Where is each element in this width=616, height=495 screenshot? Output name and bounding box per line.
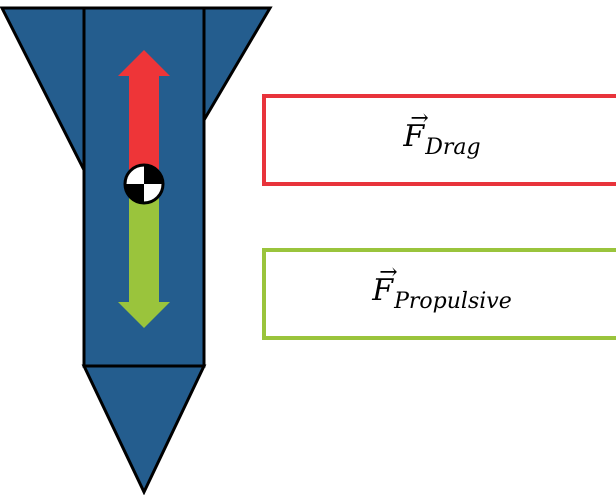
force-symbol: F bbox=[403, 118, 425, 154]
propulsive-force-label: → F Propulsive bbox=[372, 261, 512, 314]
drag-subscript: Drag bbox=[425, 134, 481, 160]
vector-arrow-mark: → bbox=[410, 105, 429, 131]
drag-force-label-box: → F Drag bbox=[262, 94, 616, 186]
propulsive-subscript: Propulsive bbox=[394, 288, 512, 314]
center-of-gravity-marker bbox=[123, 163, 165, 205]
propulsive-force-label-box: → F Propulsive bbox=[262, 248, 616, 340]
force-symbol: F bbox=[372, 272, 394, 308]
rocket-left-fin bbox=[0, 6, 86, 171]
rocket-nose-cone bbox=[81, 364, 207, 495]
drag-force-label: → F Drag bbox=[403, 107, 481, 160]
rocket-right-fin bbox=[202, 6, 273, 126]
vector-arrow-mark: → bbox=[379, 259, 398, 285]
